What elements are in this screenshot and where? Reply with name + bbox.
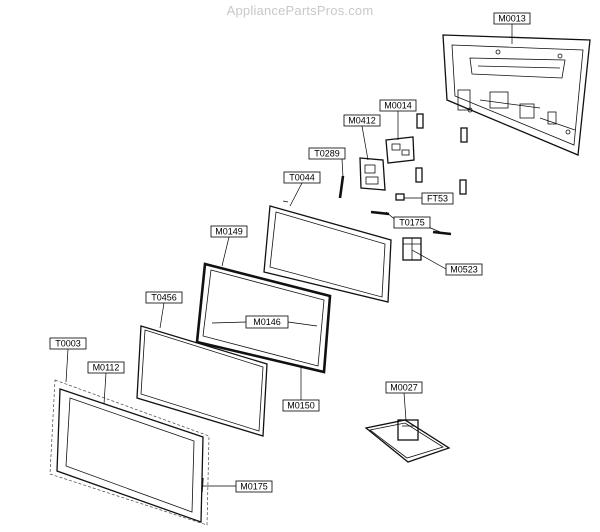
callout-t0044[interactable]: T0044 — [283, 171, 321, 184]
callout-t0456[interactable]: T0456 — [145, 291, 183, 304]
callout-m0014[interactable]: M0014 — [379, 99, 417, 112]
main-board[interactable] — [385, 136, 415, 164]
callout-m0149[interactable]: M0149 — [210, 225, 248, 238]
front-bezel-assembly[interactable] — [49, 379, 210, 526]
callout-t0003[interactable]: T0003 — [49, 337, 87, 350]
label-m0175: M0175 — [240, 482, 268, 492]
label-m0014: M0014 — [384, 101, 412, 111]
m0523-part[interactable] — [402, 237, 422, 261]
callout-m0523[interactable]: M0523 — [445, 263, 483, 276]
callout-m0150[interactable]: M0150 — [282, 399, 320, 412]
callout-m0027[interactable]: M0027 — [385, 381, 423, 394]
label-t0289: T0289 — [314, 149, 340, 159]
label-t0003: T0003 — [55, 339, 81, 349]
stand-base[interactable] — [364, 419, 451, 463]
callout-t0289[interactable]: T0289 — [308, 147, 346, 160]
power-board[interactable] — [359, 157, 386, 191]
leader-lines — [65, 24, 513, 487]
callout-t0175[interactable]: T0175 — [393, 216, 431, 229]
label-t0175: T0175 — [399, 218, 425, 228]
callout-m0013[interactable]: M0013 — [493, 12, 531, 25]
callout-ft53[interactable]: FT53 — [421, 192, 454, 205]
watermark: AppliancePartsPros.com — [226, 3, 374, 18]
label-m0412: M0412 — [348, 116, 376, 126]
label-t0456: T0456 — [151, 293, 177, 303]
label-m0013: M0013 — [498, 14, 526, 24]
callout-m0412[interactable]: M0412 — [343, 114, 381, 127]
label-m0112: M0112 — [93, 363, 120, 373]
brackets-upper[interactable] — [415, 113, 468, 195]
label-m0523: M0523 — [450, 265, 478, 275]
label-m0149: M0149 — [215, 227, 243, 237]
t0175-part[interactable] — [370, 210, 452, 236]
label-m0150: M0150 — [287, 401, 315, 411]
ft53-part[interactable] — [395, 193, 405, 201]
callout-m0112[interactable]: M0112 — [87, 361, 125, 374]
inner-frame[interactable] — [195, 262, 332, 374]
display-panel[interactable] — [263, 200, 392, 303]
label-t0044: T0044 — [289, 173, 315, 183]
front-glass[interactable] — [136, 325, 268, 437]
callout-m0146[interactable]: M0146 — [245, 315, 289, 329]
rear-cover[interactable] — [442, 34, 591, 156]
t0289-part[interactable] — [338, 175, 345, 199]
label-m0027: M0027 — [390, 383, 418, 393]
callout-m0175[interactable]: M0175 — [235, 480, 273, 493]
label-m0146: M0146 — [253, 317, 281, 327]
label-ft53: FT53 — [427, 194, 448, 204]
